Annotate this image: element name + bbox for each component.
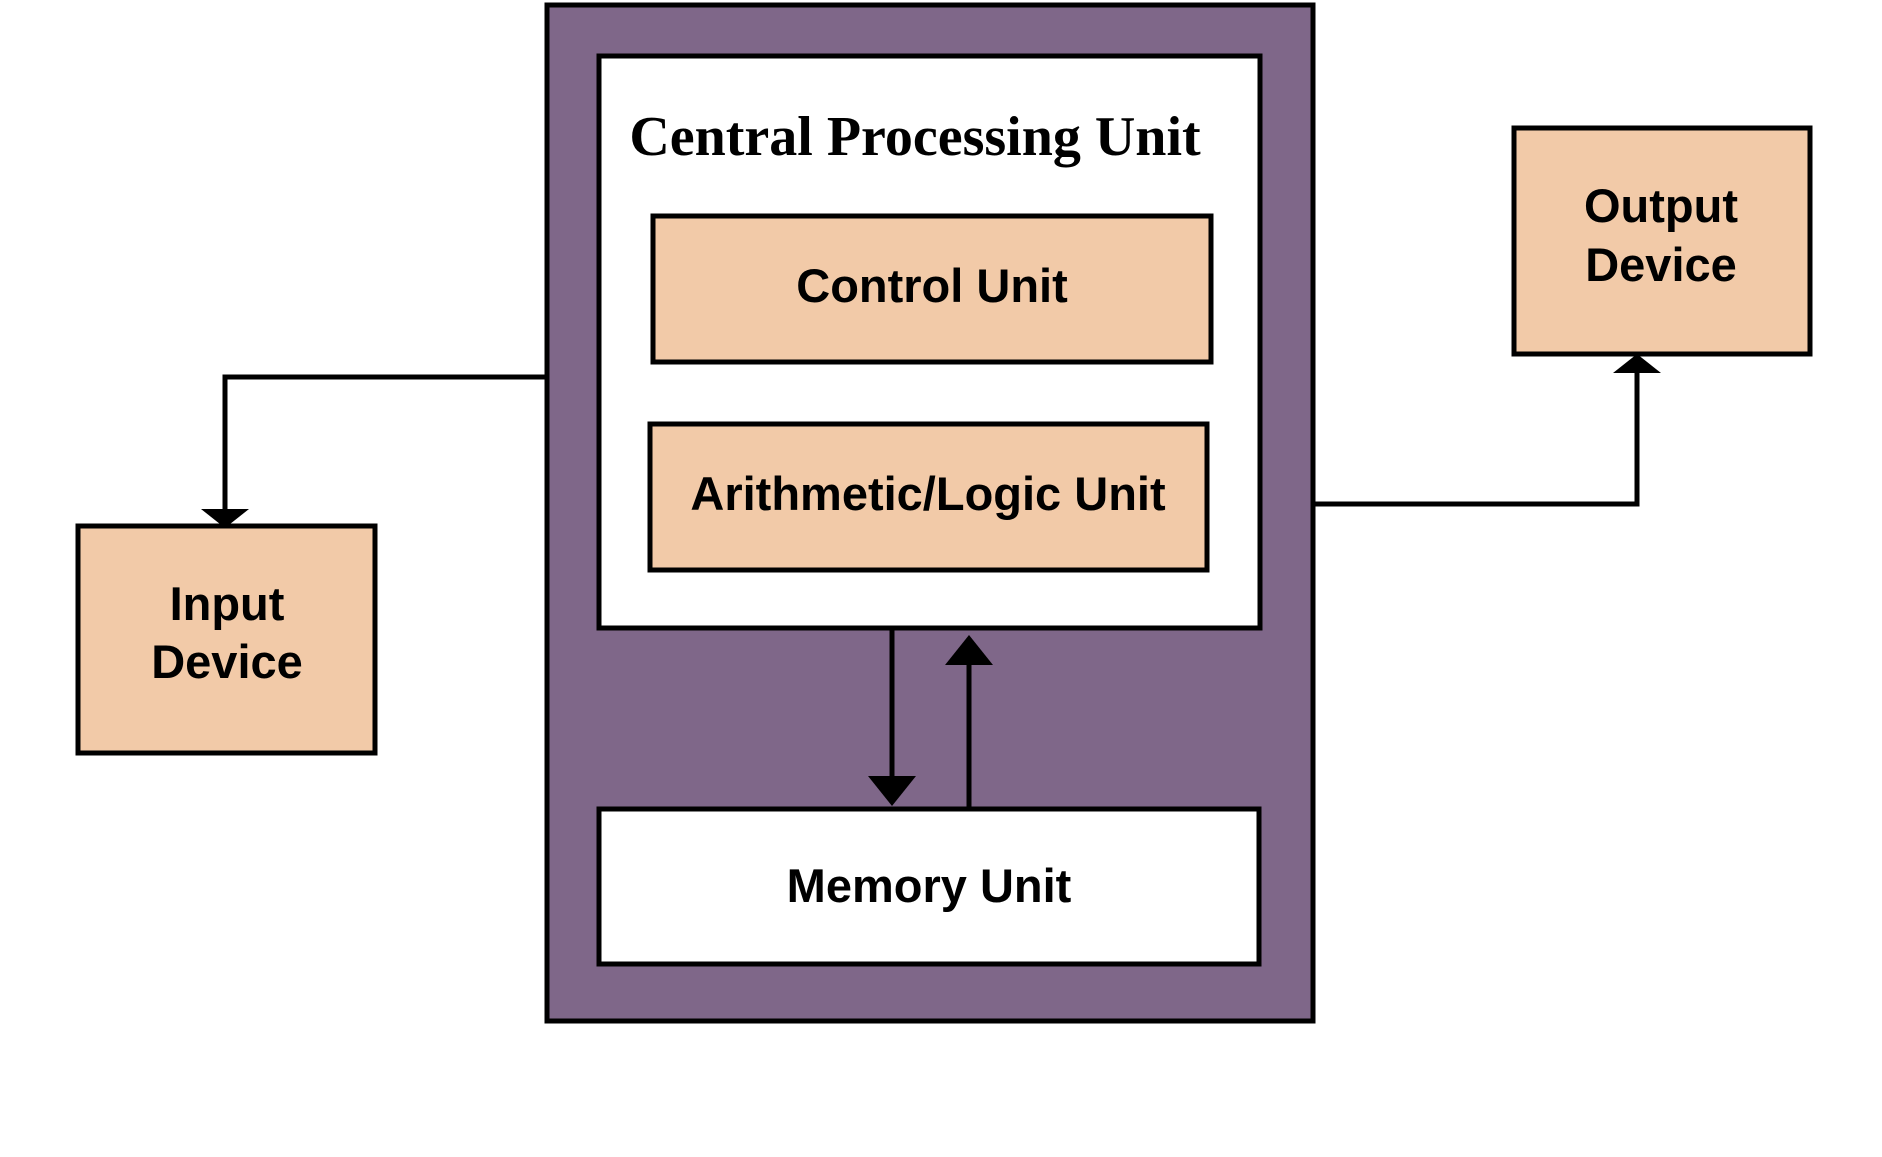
cpu-to-input-connector <box>201 374 547 528</box>
arrow-up-icon <box>1613 354 1661 373</box>
output-device-box: Output Device <box>1511 125 1813 357</box>
arrow-down-icon <box>201 509 249 528</box>
alu-box: Arithmetic/Logic Unit <box>647 421 1210 573</box>
arrow-up-icon <box>945 635 993 665</box>
control-unit-box: Control Unit <box>650 213 1214 365</box>
output-device-label-line1: Output <box>1584 179 1738 232</box>
cpu-to-memory-connector <box>868 630 916 806</box>
memory-unit-box: Memory Unit <box>596 806 1262 967</box>
memory-to-cpu-connector <box>945 635 993 808</box>
input-device-box: Input Device <box>75 523 378 756</box>
memory-unit-label: Memory Unit <box>787 859 1072 912</box>
output-device-label-line2: Device <box>1585 238 1737 291</box>
cpu-to-output-connector <box>1313 354 1661 507</box>
cpu-title: Central Processing Unit <box>629 106 1201 168</box>
alu-label: Arithmetic/Logic Unit <box>690 467 1166 520</box>
control-unit-label: Control Unit <box>796 259 1068 312</box>
input-device-label-line1: Input <box>170 577 285 630</box>
input-device-label-line2: Device <box>151 635 303 688</box>
arrow-down-icon <box>868 776 916 806</box>
